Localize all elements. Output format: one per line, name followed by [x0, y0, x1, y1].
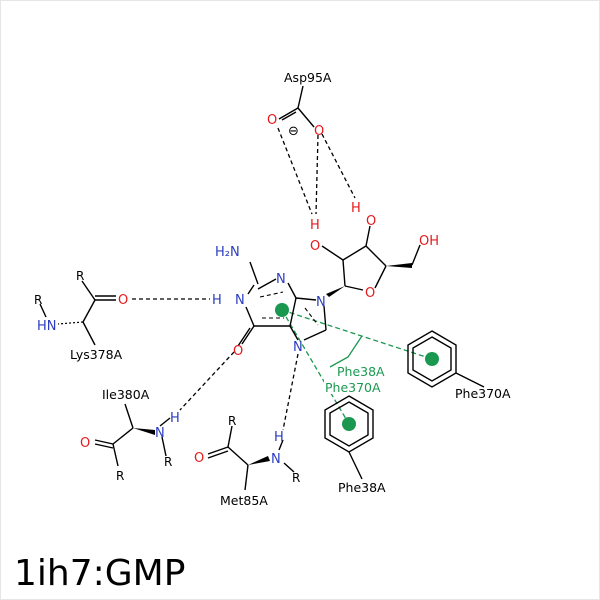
met-r1: R: [228, 414, 236, 428]
ile-h: H: [170, 411, 180, 426]
hbond-asp-o1-ribose-h: [277, 127, 313, 215]
met-o: O: [194, 451, 204, 466]
asp95-o1: O: [267, 113, 277, 128]
phe38-ring: Phe38A: [324, 395, 386, 495]
phe38-label: Phe38A: [338, 480, 386, 495]
ile-r1: R: [116, 469, 124, 483]
lys378-label: Lys378A: [70, 347, 123, 362]
pi-line-phe38: [281, 309, 350, 425]
lys-r1: R: [76, 269, 84, 283]
lys-hn: HN: [37, 319, 57, 334]
ile380-residue: Ile380A H N O R R: [80, 387, 180, 483]
ribose-o3: O: [366, 214, 376, 229]
met-n: N: [271, 452, 281, 467]
met-r2: R: [292, 471, 300, 485]
gmp-ring-centroid: [275, 303, 289, 317]
guanine-n9: N: [316, 295, 326, 310]
ribose-h2: H: [310, 218, 320, 233]
ile-o: O: [80, 436, 90, 451]
asp95-label: Asp95A: [284, 70, 332, 85]
ribose-oh: OH: [419, 234, 439, 249]
hbond-asp-o2-ribose-h: [315, 134, 319, 215]
ribose: O H O H O OH: [310, 201, 439, 301]
amine-h2n: H₂N: [215, 245, 240, 260]
pi-label-phe370: Phe370A: [325, 380, 381, 395]
diagram-title: 1ih7:GMP: [14, 553, 185, 594]
hbond-gmp-o-ile-h: [179, 351, 235, 411]
met85-residue: R O H N R Met85A: [194, 414, 300, 508]
pi-line-phe370: [281, 309, 433, 360]
asp95-residue: Asp95A O O ⊖: [267, 70, 332, 139]
lys-r2: R: [34, 293, 42, 307]
hbond-gmp-n-met-h: [282, 353, 299, 431]
phe370-ring-centroid: [425, 352, 439, 366]
pi-labels: Phe38A Phe370A: [324, 364, 388, 395]
lys-o: O: [118, 293, 128, 308]
pi-stacking: [275, 303, 439, 431]
ribose-o2: O: [310, 239, 320, 254]
guanine-n7: N: [293, 340, 303, 355]
met85-label: Met85A: [220, 493, 268, 508]
guanine-n1-h: H: [212, 293, 222, 308]
met-h: H: [274, 430, 284, 445]
ribose-o4: O: [365, 286, 375, 301]
phe38-ring-centroid: [342, 417, 356, 431]
lys378-residue: R R O HN Lys378A: [34, 269, 128, 362]
ribose-h3: H: [351, 201, 361, 216]
ile380-label: Ile380A: [102, 387, 150, 402]
guanine-n3: N: [276, 272, 286, 287]
hydrogen-bonds: [132, 127, 356, 431]
guanine-o6: O: [233, 344, 243, 359]
ile-r2: R: [164, 455, 172, 469]
asp95-o2: O: [314, 124, 324, 139]
hbond-asp-o2-ribose-h2: [321, 133, 356, 199]
pi-bracket: [329, 335, 363, 368]
charge-minus: ⊖: [288, 124, 299, 139]
guanine: H₂N N N H N N O: [212, 245, 327, 359]
pi-label-phe38: Phe38A: [337, 364, 385, 379]
phe370-ring: Phe370A: [407, 330, 511, 401]
ile-n: N: [155, 426, 165, 441]
phe370-label: Phe370A: [455, 386, 511, 401]
guanine-n1: N: [235, 293, 245, 308]
